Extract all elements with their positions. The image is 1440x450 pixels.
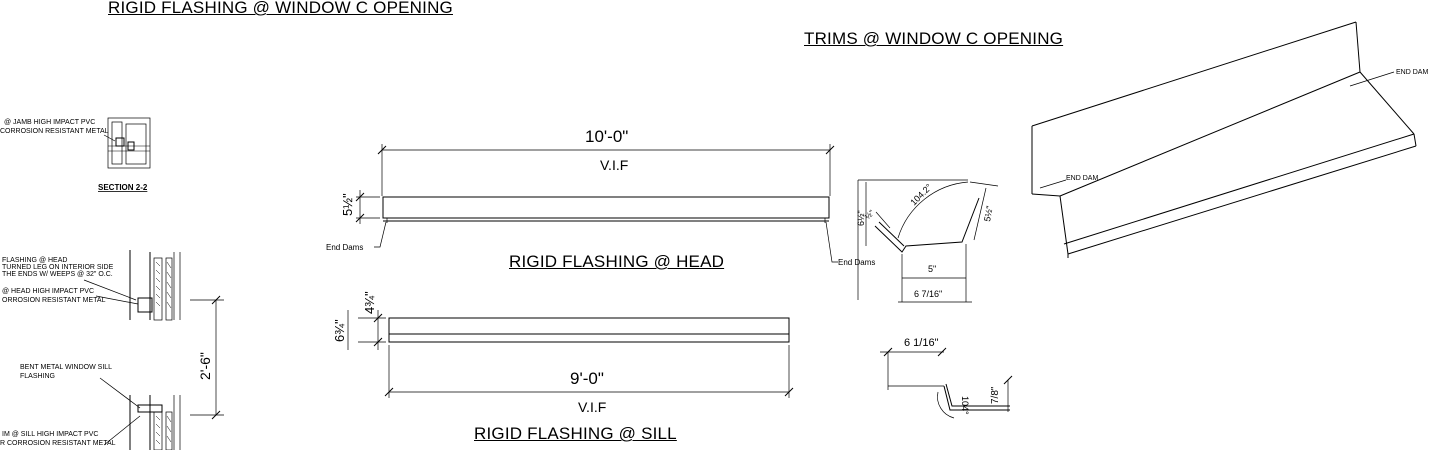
section-label: SECTION 2-2 [98, 183, 148, 192]
head-note-3: THE ENDS W/ WEEPS @ 32" O.C. [2, 271, 113, 278]
jamb-detail [103, 117, 151, 169]
sill-note-2: FLASHING [20, 373, 55, 380]
head-vif: V.I.F [600, 157, 628, 173]
sill-profile-angle: 104° [960, 396, 970, 415]
section-details: @ JAMB HIGH IMPACT PVC CORROSION RESISTA… [0, 117, 224, 450]
jamb-note-2: CORROSION RESISTANT METAL [0, 128, 109, 135]
profile-leg-right: 5½" [982, 205, 995, 222]
sill-length: 9'-0" [570, 369, 604, 388]
head-pvc-note-2: ORROSION RESISTANT METAL [2, 297, 106, 304]
profile-base: 6 7/16" [914, 289, 942, 299]
profile-leg-bottom: 5" [928, 264, 936, 274]
sill-profile-height: 7/8" [990, 386, 1001, 404]
title-head-flashing: RIGID FLASHING @ HEAD [509, 252, 725, 271]
sill-detail [99, 377, 181, 450]
head-height: 5½" [340, 193, 355, 216]
sill-profile-width: 6 1/16" [904, 337, 939, 349]
end-dam-right-label: END DAM [1396, 69, 1428, 76]
title-sill-flashing: RIGID FLASHING @ SILL [474, 424, 677, 443]
sill-note-1: BENT METAL WINDOW SILL [20, 364, 112, 371]
head-flashing [355, 144, 838, 263]
sill-flashing [347, 310, 794, 398]
height-dimension [190, 295, 224, 420]
trim-3d-view [1031, 21, 1417, 258]
sill-pvc-note-2: R CORROSION RESISTANT METAL [0, 440, 116, 447]
head-pvc-note-1: @ HEAD HIGH IMPACT PVC [2, 288, 94, 295]
head-detail [83, 250, 181, 321]
jamb-note-1: @ JAMB HIGH IMPACT PVC [4, 119, 95, 126]
title-trims: TRIMS @ WINDOW C OPENING [804, 29, 1064, 48]
head-note-2: TURNED LEG ON INTERIOR SIDE [2, 264, 114, 271]
end-dam-left-label: END DAM [1066, 175, 1098, 182]
end-dams-left: End Dams [326, 243, 363, 252]
sill-height-a: 4¾" [362, 291, 377, 314]
title-left: RIGID FLASHING @ WINDOW C OPENING [108, 0, 453, 17]
head-flashing-body [382, 196, 830, 219]
flashing-profile [857, 179, 999, 303]
head-note-1: FLASHING @ HEAD [2, 257, 67, 264]
height-dim-label: 2'-6" [197, 352, 213, 380]
head-length: 10'-0" [585, 127, 628, 146]
sill-pvc-note-1: IM @ SILL HIGH IMPACT PVC [2, 431, 98, 438]
profile-angle: 104.2° [908, 182, 934, 208]
sill-profile [880, 347, 1013, 419]
profile-leg-top: 6½" [856, 210, 866, 226]
sill-vif: V.I.F [578, 399, 606, 415]
sill-height-b: 6¾" [332, 319, 347, 342]
end-dams-right: End Dams [838, 258, 875, 267]
sill-flashing-body [388, 317, 790, 343]
